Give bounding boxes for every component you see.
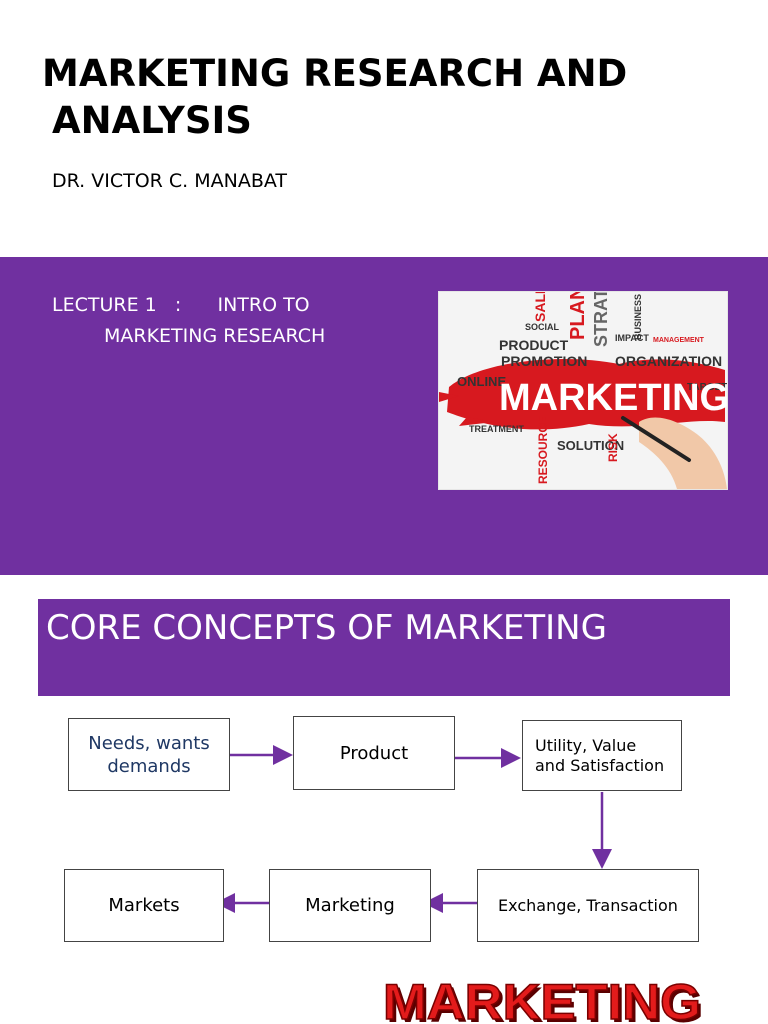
concept-marketing-label: Marketing bbox=[305, 895, 395, 916]
red-brush-splash bbox=[447, 358, 725, 430]
marketing-word-cloud-image: SOCIAL SALES PLAN STRATEGY BUSINESS PROD… bbox=[438, 291, 728, 490]
wordart-text-shadow: MARKETING bbox=[386, 977, 704, 1024]
word-cloud-graphic: SOCIAL SALES PLAN STRATEGY BUSINESS PROD… bbox=[439, 292, 727, 489]
concept-markets-label: Markets bbox=[108, 895, 180, 916]
author-name: DR. VICTOR C. MANABAT bbox=[52, 170, 288, 192]
lecture-title: LECTURE 1 : INTRO TO MARKETING RESEARCH bbox=[52, 290, 325, 352]
cloud-word: SOCIAL bbox=[525, 322, 560, 332]
cloud-word: PRODUCT bbox=[499, 337, 569, 353]
marketing-wordart: MARKETING MARKETING bbox=[382, 973, 704, 1024]
concept-exchange-label: Exchange, Transaction bbox=[498, 896, 678, 915]
concept-box-exchange: Exchange, Transaction bbox=[477, 869, 699, 942]
cloud-word: RISK bbox=[606, 433, 620, 462]
slide-title-line-2: ANALYSIS bbox=[52, 99, 252, 142]
cloud-word: TARGET bbox=[687, 382, 727, 393]
cloud-word: SALES bbox=[532, 292, 548, 322]
cloud-word: IMPACT bbox=[615, 333, 649, 343]
concept-box-needs: Needs, wants demands bbox=[68, 718, 230, 791]
lecture-title-line-1: LECTURE 1 : INTRO TO bbox=[52, 294, 310, 316]
concept-product-label: Product bbox=[339, 742, 409, 764]
cloud-word: SOLUTION bbox=[557, 438, 624, 453]
pen-illustration bbox=[621, 416, 691, 462]
cloud-main-word: MARKETING bbox=[499, 377, 727, 419]
cloud-word: ORGANIZATION bbox=[615, 353, 722, 369]
concept-needs-line-2: demands bbox=[107, 755, 191, 777]
hand-illustration bbox=[639, 417, 727, 489]
wordart-text: MARKETING bbox=[383, 974, 701, 1024]
concept-needs-line-1: Needs, wants bbox=[88, 732, 210, 754]
slide-title-line-1: MARKETING RESEARCH AND bbox=[42, 52, 628, 95]
cloud-word: STRATEGY bbox=[591, 292, 611, 347]
lecture-title-line-2: MARKETING RESEARCH bbox=[104, 325, 326, 347]
concept-box-marketing: Marketing bbox=[269, 869, 431, 942]
cloud-word: BUSINESS bbox=[633, 294, 643, 340]
slide-title: MARKETING RESEARCH AND ANALYSIS bbox=[42, 50, 682, 144]
cloud-word: PROMOTION bbox=[501, 353, 587, 369]
concept-box-markets: Markets bbox=[64, 869, 224, 942]
cloud-word: MANAGEMENT bbox=[653, 337, 705, 344]
concept-utility-line-1: Utility, Value bbox=[535, 735, 637, 755]
cloud-word: TREATMENT bbox=[469, 424, 524, 434]
core-concepts-header-background bbox=[38, 599, 730, 696]
core-concepts-title: CORE CONCEPTS OF MARKETING bbox=[46, 608, 607, 648]
concept-utility-line-2: and Satisfaction bbox=[535, 755, 665, 775]
cloud-word: RESOURCE bbox=[536, 416, 550, 484]
concept-box-utility: Utility, Value and Satisfaction bbox=[522, 720, 682, 791]
cloud-word: PLAN bbox=[567, 292, 589, 340]
cloud-word: ONLINE bbox=[457, 374, 506, 389]
concept-box-product: Product bbox=[293, 716, 455, 790]
